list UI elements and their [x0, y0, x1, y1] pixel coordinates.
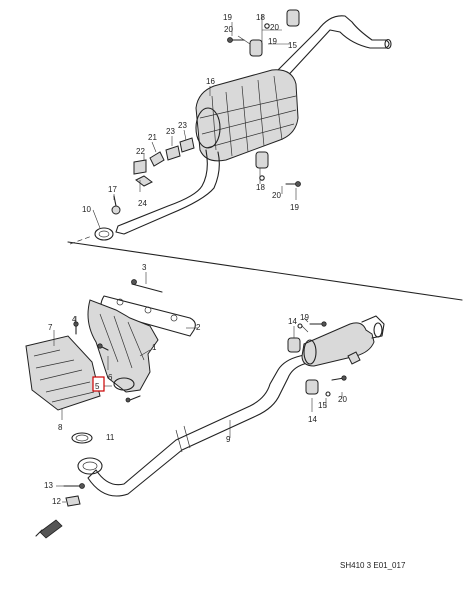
muffler [195, 69, 299, 162]
callout-4: 4 [72, 315, 77, 324]
callout-12: 12 [52, 497, 61, 506]
callout-11: 11 [106, 433, 115, 442]
callout-15: 15 [318, 401, 327, 410]
front-flange [77, 457, 103, 475]
callout-18: 18 [256, 183, 265, 192]
callout-20: 20 [272, 191, 281, 200]
callout-20: 20 [270, 23, 279, 32]
drawing-code: SH410 3 E01_017 [340, 561, 406, 570]
heat-shield [25, 335, 101, 411]
callout-23: 23 [178, 121, 187, 130]
callout-3: 3 [142, 263, 147, 272]
front-arrow-icon [35, 519, 63, 539]
callout-19: 20 [338, 395, 347, 404]
callout-24: 24 [138, 199, 147, 208]
hangers-lower [287, 337, 361, 395]
callout-22: 22 [136, 147, 145, 156]
callout-14: 14 [308, 415, 317, 424]
callout-7: 7 [48, 323, 53, 332]
callout-10: 10 [82, 205, 91, 214]
callout-19: 19 [290, 203, 299, 212]
leaders-lower [229, 317, 343, 438]
callout-1: 1 [152, 343, 157, 352]
callout-8: 8 [58, 423, 63, 432]
hanger-24 [111, 195, 121, 215]
callout-23: 21 [148, 133, 157, 142]
manifold-gasket [100, 295, 196, 337]
callout-19: 19 [300, 313, 309, 322]
callouts: 19 18 20 20 19 15 16 23 23 21 22 18 20 1… [44, 13, 347, 506]
fasteners-upper [227, 23, 301, 187]
callout-15: 15 [288, 41, 297, 50]
callout-6: 6 [108, 373, 113, 382]
callout-13: 13 [44, 481, 53, 490]
center-flange [94, 227, 114, 241]
callout-19: 19 [223, 13, 232, 22]
highlight-box-part-5 [92, 376, 105, 392]
tail-pipe [269, 15, 392, 83]
callout-9: 9 [226, 435, 231, 444]
callout-17: 17 [108, 185, 117, 194]
callout-16: 16 [206, 77, 215, 86]
callout-19: 19 [268, 37, 277, 46]
callout-20: 20 [224, 25, 233, 34]
center-pipe [115, 149, 220, 235]
callout-18: 18 [256, 13, 265, 22]
parts-12-13 [56, 483, 85, 507]
manifold-fasteners [73, 279, 163, 403]
gasket-11 [71, 432, 93, 444]
leaders-upper [92, 14, 297, 229]
brackets-21-23 [133, 137, 195, 187]
callout-14: 14 [288, 317, 297, 326]
callout-5: 5 [95, 382, 100, 391]
hanger-top [249, 9, 300, 169]
callout-23: 23 [166, 127, 175, 136]
callout-2: 2 [196, 323, 201, 332]
leaders-manifold [53, 272, 198, 420]
break-line [67, 241, 463, 301]
exhaust-manifold [87, 299, 159, 393]
